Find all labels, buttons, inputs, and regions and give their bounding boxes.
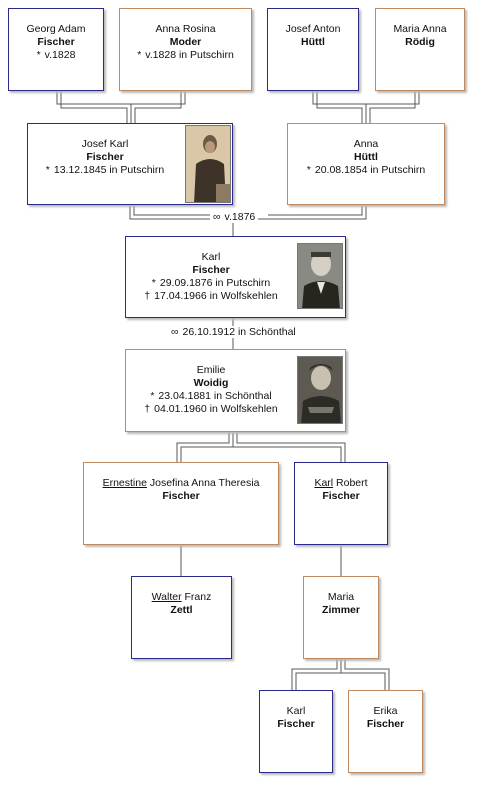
first-name: Karl <box>201 251 221 263</box>
portrait-photo-karl <box>297 243 343 309</box>
first-name: Karl Robert <box>295 477 387 490</box>
surname: Rödig <box>405 36 435 48</box>
person-emilie-woidig[interactable]: Emilie Woidig *23.04.1881 in Schönthal †… <box>125 349 346 432</box>
person-karl-robert-fischer[interactable]: Karl Robert Fischer <box>294 462 388 545</box>
first-name: Karl <box>286 705 306 717</box>
birth-symbol-icon: * <box>151 277 156 289</box>
birth-symbol-icon: * <box>150 390 155 402</box>
birth-info: *29.09.1876 in Putschirn <box>126 277 296 290</box>
person-anna-rosina-moder[interactable]: Anna Rosina Moder *v.1828 in Putschirn <box>119 8 252 91</box>
surname: Fischer <box>277 718 315 730</box>
death-info: †17.04.1966 in Wolfskehlen <box>126 290 296 303</box>
person-anna-huettl[interactable]: Anna Hüttl *20.08.1854 in Putschirn <box>287 123 445 205</box>
surname: Zimmer <box>322 604 360 616</box>
marriage-symbol-icon: ∞ <box>171 326 179 338</box>
other-names: Franz <box>184 591 212 603</box>
call-name: Walter <box>151 591 182 603</box>
first-name: Josef Karl <box>81 138 129 150</box>
portrait-figure-icon <box>298 244 342 308</box>
birth-symbol-icon: * <box>36 49 41 61</box>
birth-date: 13.12.1845 in Putschirn <box>53 164 165 176</box>
person-ernestine-fischer[interactable]: Ernestine Josefina Anna Theresia Fischer <box>83 462 279 545</box>
first-name: Maria Anna <box>393 23 447 35</box>
portrait-figure-icon <box>186 126 230 202</box>
person-karl-fischer[interactable]: Karl Fischer *29.09.1876 in Putschirn †1… <box>125 236 346 318</box>
person-maria-anna-roedig[interactable]: Maria Anna Rödig <box>375 8 465 91</box>
first-name: Maria <box>327 591 355 603</box>
person-karl-fischer-jr[interactable]: Karl Fischer <box>259 690 333 773</box>
death-date: 17.04.1966 in Wolfskehlen <box>154 290 278 302</box>
marriage-date: 26.10.1912 in Schönthal <box>182 326 296 338</box>
death-symbol-icon: † <box>144 403 151 415</box>
birth-info: *v.1828 <box>9 49 103 62</box>
portrait-photo-josef-karl <box>185 125 231 203</box>
marriage-symbol-icon: ∞ <box>213 211 221 223</box>
surname: Fischer <box>366 718 405 730</box>
person-erika-fischer[interactable]: Erika Fischer <box>348 690 423 773</box>
person-georg-adam-fischer[interactable]: Georg Adam Fischer *v.1828 <box>8 8 104 91</box>
first-name: Walter Franz <box>132 591 231 604</box>
birth-date: v.1828 <box>44 49 76 61</box>
person-walter-franz-zettl[interactable]: Walter Franz Zettl <box>131 576 232 659</box>
birth-symbol-icon: * <box>45 164 50 176</box>
birth-info: *23.04.1881 in Schönthal <box>126 390 296 403</box>
portrait-figure-icon <box>298 357 342 423</box>
surname: Hüttl <box>301 36 325 48</box>
first-name: Georg Adam <box>26 23 86 35</box>
surname: Moder <box>169 36 202 48</box>
first-name: Josef Anton <box>285 23 341 35</box>
other-names: Robert <box>336 477 368 489</box>
birth-info: *20.08.1854 in Putschirn <box>288 164 444 177</box>
call-name: Karl <box>314 477 334 489</box>
first-name: Ernestine Josefina Anna Theresia <box>84 477 278 490</box>
person-josef-karl-fischer[interactable]: Josef Karl Fischer *13.12.1845 in Putsch… <box>27 123 233 205</box>
surname: Fischer <box>322 490 360 502</box>
surname: Woidig <box>193 377 229 389</box>
birth-date: 23.04.1881 in Schönthal <box>158 390 272 402</box>
surname: Fischer <box>86 151 124 163</box>
birth-symbol-icon: * <box>137 49 142 61</box>
person-maria-zimmer[interactable]: Maria Zimmer <box>303 576 379 659</box>
first-name: Anna <box>353 138 379 150</box>
first-name: Emilie <box>196 364 226 376</box>
person-josef-anton-huettl[interactable]: Josef Anton Hüttl <box>267 8 359 91</box>
death-symbol-icon: † <box>144 290 151 302</box>
marriage-info-josef-karl-anna: ∞v.1876 <box>210 211 259 223</box>
death-date: 04.01.1960 in Wolfskehlen <box>154 403 278 415</box>
marriage-info-karl-emilie: ∞26.10.1912 in Schönthal <box>168 326 299 338</box>
birth-date: 20.08.1854 in Putschirn <box>314 164 426 176</box>
call-name: Ernestine <box>102 477 147 489</box>
surname: Hüttl <box>354 151 378 163</box>
birth-info: *v.1828 in Putschirn <box>120 49 251 62</box>
first-name: Anna Rosina <box>155 23 216 35</box>
birth-date: v.1828 in Putschirn <box>145 49 234 61</box>
death-info: †04.01.1960 in Wolfskehlen <box>126 403 296 416</box>
portrait-photo-emilie <box>297 356 343 424</box>
surname: Fischer <box>192 264 230 276</box>
surname: Fischer <box>37 36 75 48</box>
surname: Zettl <box>170 604 193 616</box>
birth-info: *13.12.1845 in Putschirn <box>28 164 182 177</box>
other-names: Josefina Anna Theresia <box>149 477 260 489</box>
birth-symbol-icon: * <box>306 164 311 176</box>
surname: Fischer <box>162 490 200 502</box>
marriage-date: v.1876 <box>224 211 256 223</box>
first-name: Erika <box>373 705 398 717</box>
birth-date: 29.09.1876 in Putschirn <box>159 277 271 289</box>
